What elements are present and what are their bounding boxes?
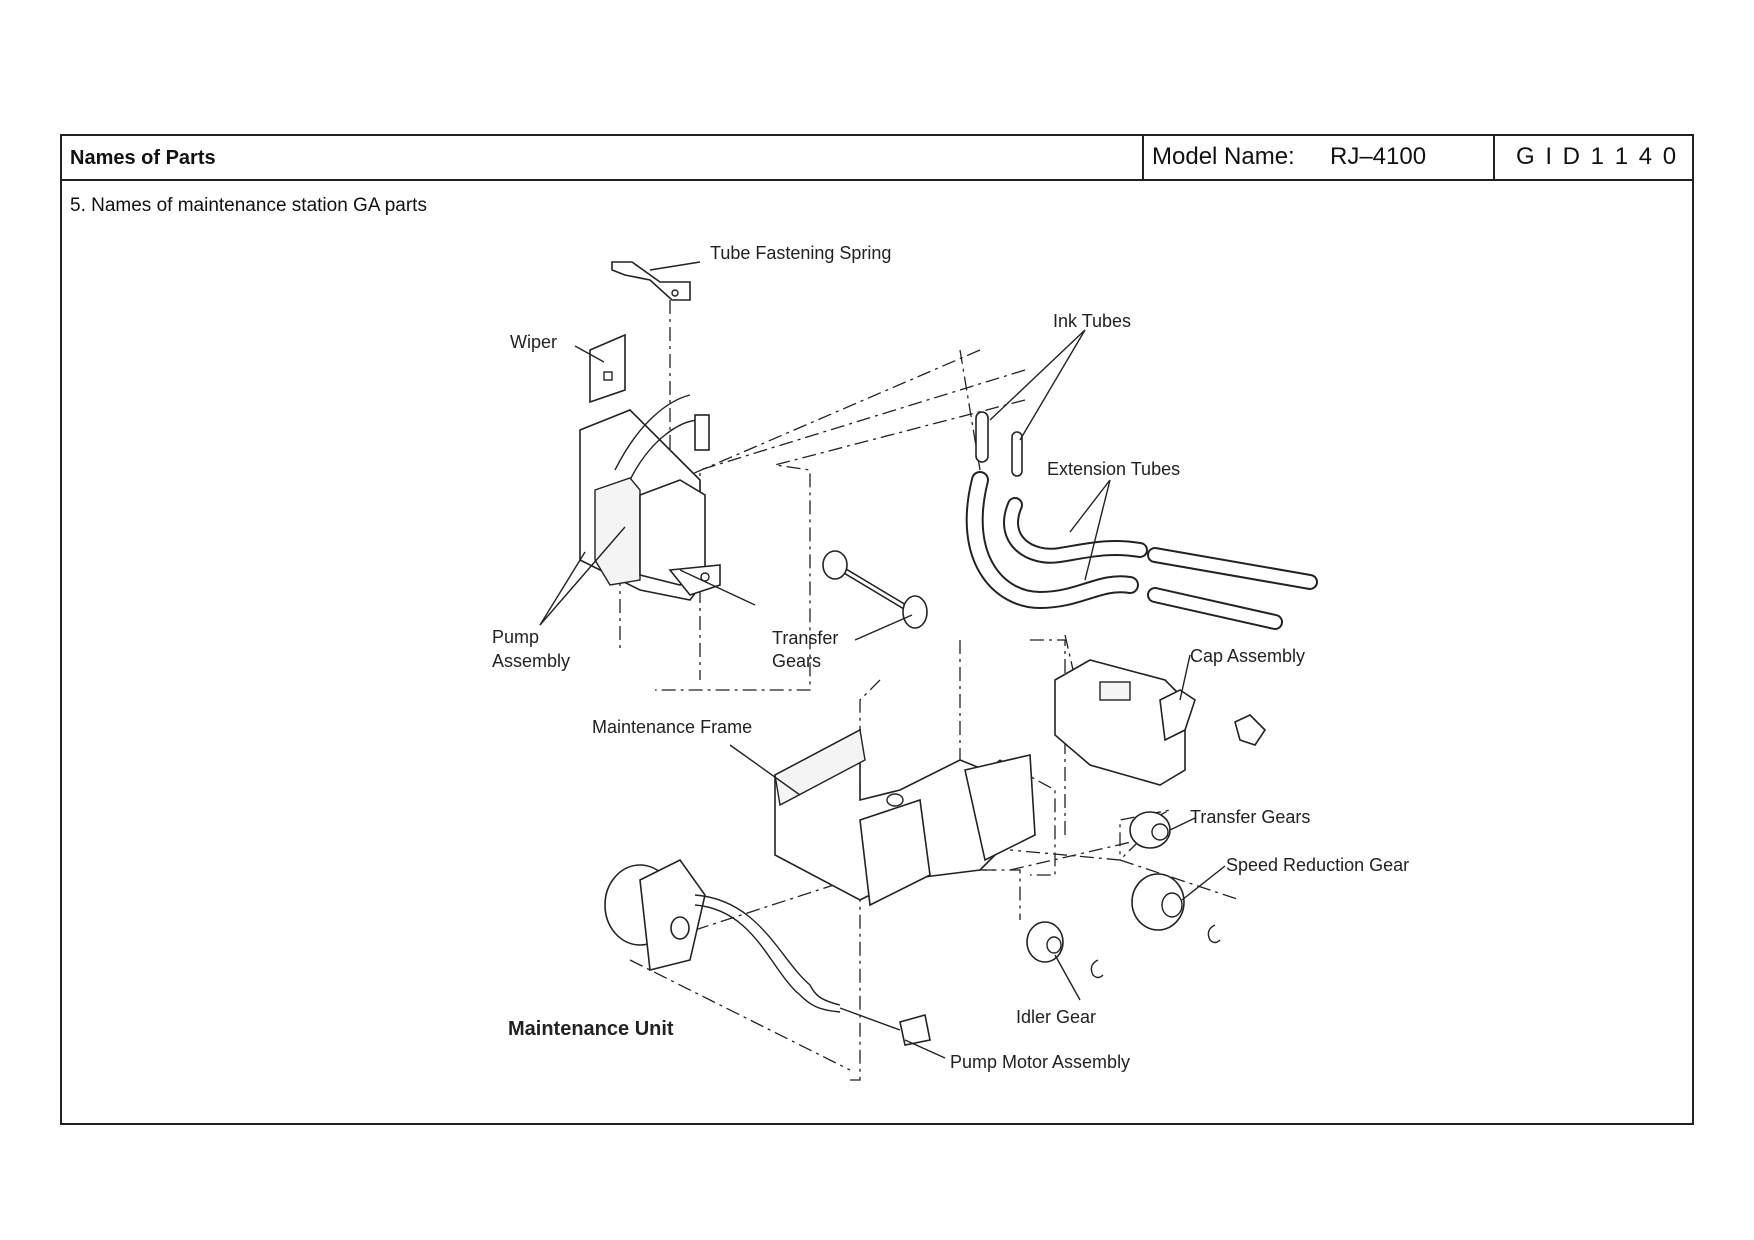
model-label: Model Name: [1152,143,1295,170]
label-speed-reduction-gear: Speed Reduction Gear [1226,855,1409,875]
label-pump-assembly-line1: Pump [492,627,539,647]
pump-motor-assembly-part [604,858,931,1046]
doc-id: G I D 1 1 4 0 [1516,143,1679,170]
pump-assembly-part [579,394,721,601]
transfer-gears-right-part [1129,811,1171,849]
body-frame [60,180,1694,1125]
maintenance-frame-part [774,728,1036,907]
label-wiper: Wiper [510,332,557,352]
header-docid-cell [1493,134,1694,181]
wiper-part [589,333,626,404]
label-pump-assembly-line2: Assembly [492,651,570,671]
label-transfer-gears-top-line2: Gears [772,651,821,671]
extension-tubes-part [965,471,1318,630]
label-ink-tubes: Ink Tubes [1053,311,1131,331]
header-model-cell [1142,134,1495,181]
cap-assembly-part [1054,659,1267,786]
label-maintenance-frame: Maintenance Frame [592,717,752,737]
speed-reduction-gear-part [1131,873,1221,944]
label-transfer-gears-right: Transfer Gears [1190,807,1310,827]
label-maintenance-unit: Maintenance Unit [508,1018,674,1040]
label-extension-tubes: Extension Tubes [1047,459,1180,479]
label-transfer-gears-top-line1: Transfer [772,628,838,648]
leader-lines [539,261,1226,1059]
model-value: RJ–4100 [1330,143,1427,170]
page-subtitle: 5. Names of maintenance station GA parts [70,195,427,216]
label-cap-assembly: Cap Assembly [1190,646,1305,666]
transfer-gears-shaft-part [822,550,928,629]
label-pump-motor-assembly: Pump Motor Assembly [950,1052,1130,1072]
label-idler-gear: Idler Gear [1016,1007,1096,1027]
ink-tubes-part [975,411,1023,477]
tube-fastening-spring-part [611,261,691,301]
idler-gear-part [1026,921,1104,979]
label-tube-fastening-spring: Tube Fastening Spring [710,243,891,263]
header-title-cell [60,134,1144,181]
section-title: Names of Parts [70,147,216,169]
